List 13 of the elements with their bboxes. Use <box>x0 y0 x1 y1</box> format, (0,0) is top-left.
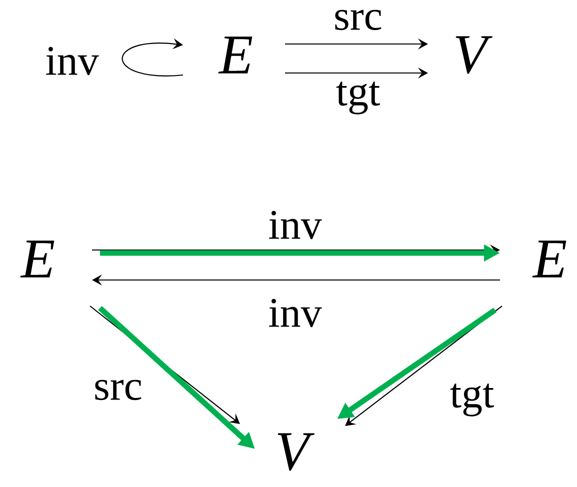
edge-label: tgt <box>334 80 382 116</box>
edge-label: inv <box>267 298 323 328</box>
math-symbol: V <box>456 36 492 74</box>
edge-label: src <box>332 8 384 32</box>
edge-label: inv <box>44 46 100 76</box>
edge-label: inv <box>267 210 323 240</box>
math-symbol: V <box>278 433 314 471</box>
loop-arrow <box>122 38 184 76</box>
math-symbol: E <box>20 240 54 278</box>
math-symbol: E <box>218 36 252 74</box>
edge-label: tgt <box>448 382 496 418</box>
math-symbol: E <box>532 240 566 278</box>
edge-label: src <box>92 378 144 402</box>
